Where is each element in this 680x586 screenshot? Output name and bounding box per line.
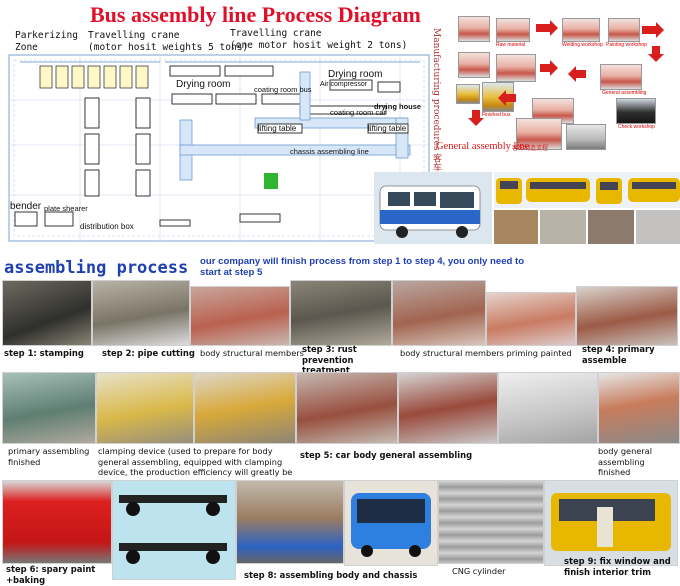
body-assembling-photo-1 xyxy=(296,372,398,444)
step-8-caption: step 8: assembling body and chassis xyxy=(244,570,418,580)
finished-bus-photo-1 xyxy=(456,84,480,104)
step-5-caption: step 5: car body general assembling xyxy=(300,450,473,460)
welding-photo-1 xyxy=(496,18,530,42)
assembly-photo-4 xyxy=(566,124,606,150)
assembly-photo-1 xyxy=(600,64,642,90)
body-chassis-photo xyxy=(236,480,344,564)
step-2-caption: step 2: pipe cutting xyxy=(102,348,195,358)
crane-1-label: Travelling crane xyxy=(88,30,180,41)
body-assembling-photo-2 xyxy=(398,372,498,444)
bus-photo-strip xyxy=(374,172,680,244)
distribution-box-label: distribution box xyxy=(80,222,134,231)
assembling-process-title: assembling process xyxy=(4,258,189,278)
body-members-photo xyxy=(190,286,290,346)
step-1-caption: step 1: stamping xyxy=(4,348,84,358)
factory-layout-plan: Bus assembly line Process Diagram Parker… xyxy=(0,0,456,248)
clamping-device-photo-2 xyxy=(194,372,296,444)
chassis-photo xyxy=(112,480,236,580)
air-compressor-label: Air compressor xyxy=(320,81,368,88)
step-3-caption: step 3: rust prevention treatment xyxy=(302,344,357,375)
step-9-caption: step 9: fix window and finish interior t… xyxy=(564,556,671,577)
painting-photo-2 xyxy=(458,52,490,78)
stamping-photo xyxy=(2,280,92,346)
drying-room-right-label: Drying room xyxy=(328,69,383,80)
plate-shearer-label: plate shearer xyxy=(44,204,88,213)
layout-plan-drawing xyxy=(8,54,430,242)
diagram-title: Bus assembly line Process Diagram xyxy=(90,2,421,27)
primary-finished-caption: primary assembling finished xyxy=(8,446,90,467)
company-note: our company will finish process from ste… xyxy=(200,256,525,278)
parkerizing-label: Parkerizing xyxy=(15,30,78,41)
bender-label: bender xyxy=(10,201,42,212)
raw-material-photo xyxy=(458,16,490,42)
primary-assemble-photo xyxy=(576,286,678,346)
primed-members-photo-2 xyxy=(486,292,576,346)
body-finished-caption: body general assembling finished xyxy=(598,446,652,477)
body-assembling-photo-3 xyxy=(498,372,598,444)
clamping-caption: clamping device (used to prepare for bod… xyxy=(98,446,293,478)
blue-bus-photo xyxy=(344,480,438,566)
flow-caption-2: Welding workshop xyxy=(562,42,603,48)
crane-2-label: Travelling crane xyxy=(230,28,322,39)
welding-photo-2 xyxy=(562,18,600,42)
general-assembly-line-cn: 客车制造流程 xyxy=(512,145,549,152)
lifting-table-left-label: lifting table xyxy=(258,124,297,133)
body-finished-photo xyxy=(598,372,680,444)
primed-members-photo-1 xyxy=(392,280,486,346)
coating-room-bus-label: coating room bus xyxy=(254,85,312,94)
crane-2-note: (one motor hosit weight 2 tons) xyxy=(230,40,408,51)
rust-prevention-photo xyxy=(290,280,392,346)
drying-room-left-label: Drying room xyxy=(176,79,231,90)
drying-house-label: drying house xyxy=(374,102,422,111)
chassis-line-label: chassis assembling line xyxy=(290,147,369,156)
window-trim-photo xyxy=(544,480,678,566)
flow-arrows xyxy=(468,20,664,126)
step-6-caption: step 6: spary paint +baking xyxy=(6,564,96,585)
flow-caption-5: Check workshop xyxy=(618,124,655,130)
primary-finished-photo xyxy=(2,372,96,444)
body-members-primed-caption: body structural members priming painted xyxy=(400,348,572,358)
general-assembly-line-label: General assembly line xyxy=(436,141,530,152)
painting-photo-3 xyxy=(496,54,536,82)
lifting-table-right-label: lifting table xyxy=(368,124,407,133)
manufacturing-procedures-vertical: Manufacturing procedures 客车制造流程图 xyxy=(431,28,441,217)
crane-1-note: (motor hosit weights 5 tons) xyxy=(88,42,249,53)
process-flow-panel: Raw material Welding workshop Painting w… xyxy=(456,14,680,170)
spray-paint-photo xyxy=(2,480,112,564)
painting-photo-1 xyxy=(608,18,640,42)
pipe-cutting-photo xyxy=(92,280,190,346)
flow-caption-3: Painting workshop xyxy=(606,42,647,48)
cng-caption: CNG cylinder xyxy=(452,566,506,576)
zone-label: Zone xyxy=(15,42,38,53)
body-members-caption: body structural members xyxy=(200,348,304,358)
step-4-caption: step 4: primary assemble xyxy=(582,344,655,365)
clamping-device-photo-1 xyxy=(96,372,194,444)
assembly-photo-3 xyxy=(516,118,562,150)
flow-caption-4: General assembling xyxy=(602,90,647,96)
flow-caption-1: Raw material xyxy=(496,42,526,48)
coating-room-car-label: coating room car xyxy=(330,108,386,117)
check-photo xyxy=(616,98,656,124)
flow-caption-6: Finished bus xyxy=(482,112,511,118)
cng-cylinder-photo xyxy=(438,480,544,564)
